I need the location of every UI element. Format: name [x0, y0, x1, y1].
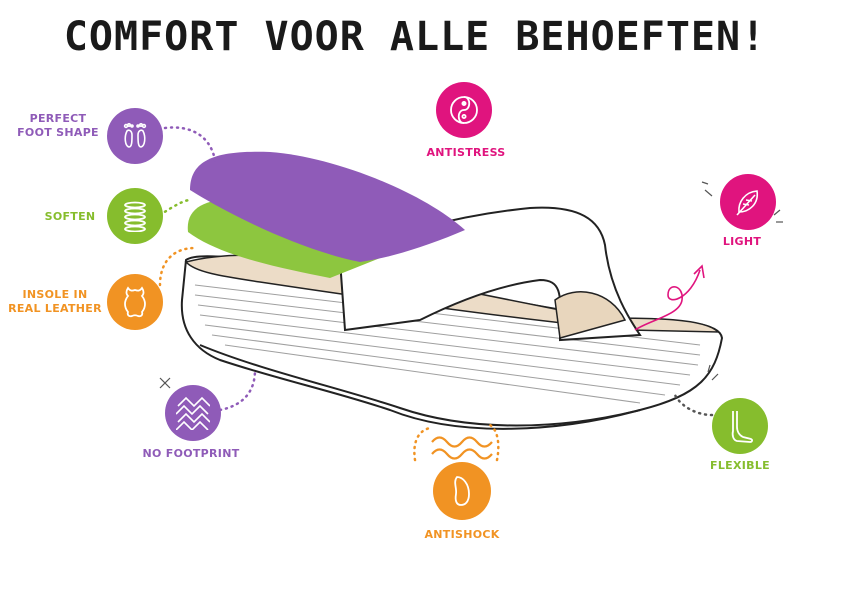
connector-soften	[158, 198, 192, 217]
page-title: COMFORT VOOR ALLE BEHOEFTEN!	[63, 14, 767, 60]
connector-foot-shape	[163, 126, 217, 162]
connector-no-footprint	[218, 368, 257, 412]
shock-wave-icon	[431, 436, 493, 460]
antishock-foot-icon	[433, 462, 491, 520]
herringbone-icon	[165, 385, 221, 441]
feather-icon	[720, 174, 776, 230]
light-arrow	[634, 269, 701, 331]
feet-icon	[107, 108, 163, 164]
yin-yang-icon	[436, 82, 492, 138]
connector-flexible	[673, 393, 714, 417]
label-line-1: INSOLE IN	[22, 288, 88, 301]
purple-layer	[190, 151, 465, 262]
label-insole-leather: INSOLE IN REAL LEATHER	[4, 288, 106, 316]
strap-opening	[554, 291, 627, 339]
spring-icon	[107, 188, 163, 244]
label-perfect-foot-shape: PERFECT FOOT SHAPE	[8, 112, 108, 140]
label-antishock: ANTISHOCK	[424, 528, 500, 541]
connector-antishock	[413, 426, 432, 462]
sole-bottom-edge	[199, 344, 641, 427]
label-soften: SOFTEN	[44, 210, 96, 223]
label-no-footprint: NO FOOTPRINT	[142, 447, 240, 460]
label-antistress: ANTISTRESS	[426, 146, 506, 159]
leather-hide-icon	[107, 274, 163, 330]
label-flexible: FLEXIBLE	[710, 459, 770, 472]
label-line-1: PERFECT	[29, 112, 87, 125]
connector-antishock-2	[488, 423, 500, 462]
label-light: LIGHT	[722, 235, 762, 248]
label-line-2: FOOT SHAPE	[17, 126, 99, 139]
connector-leather	[158, 246, 197, 287]
foot-flex-icon	[712, 398, 768, 454]
label-line-2: REAL LEATHER	[8, 302, 102, 315]
